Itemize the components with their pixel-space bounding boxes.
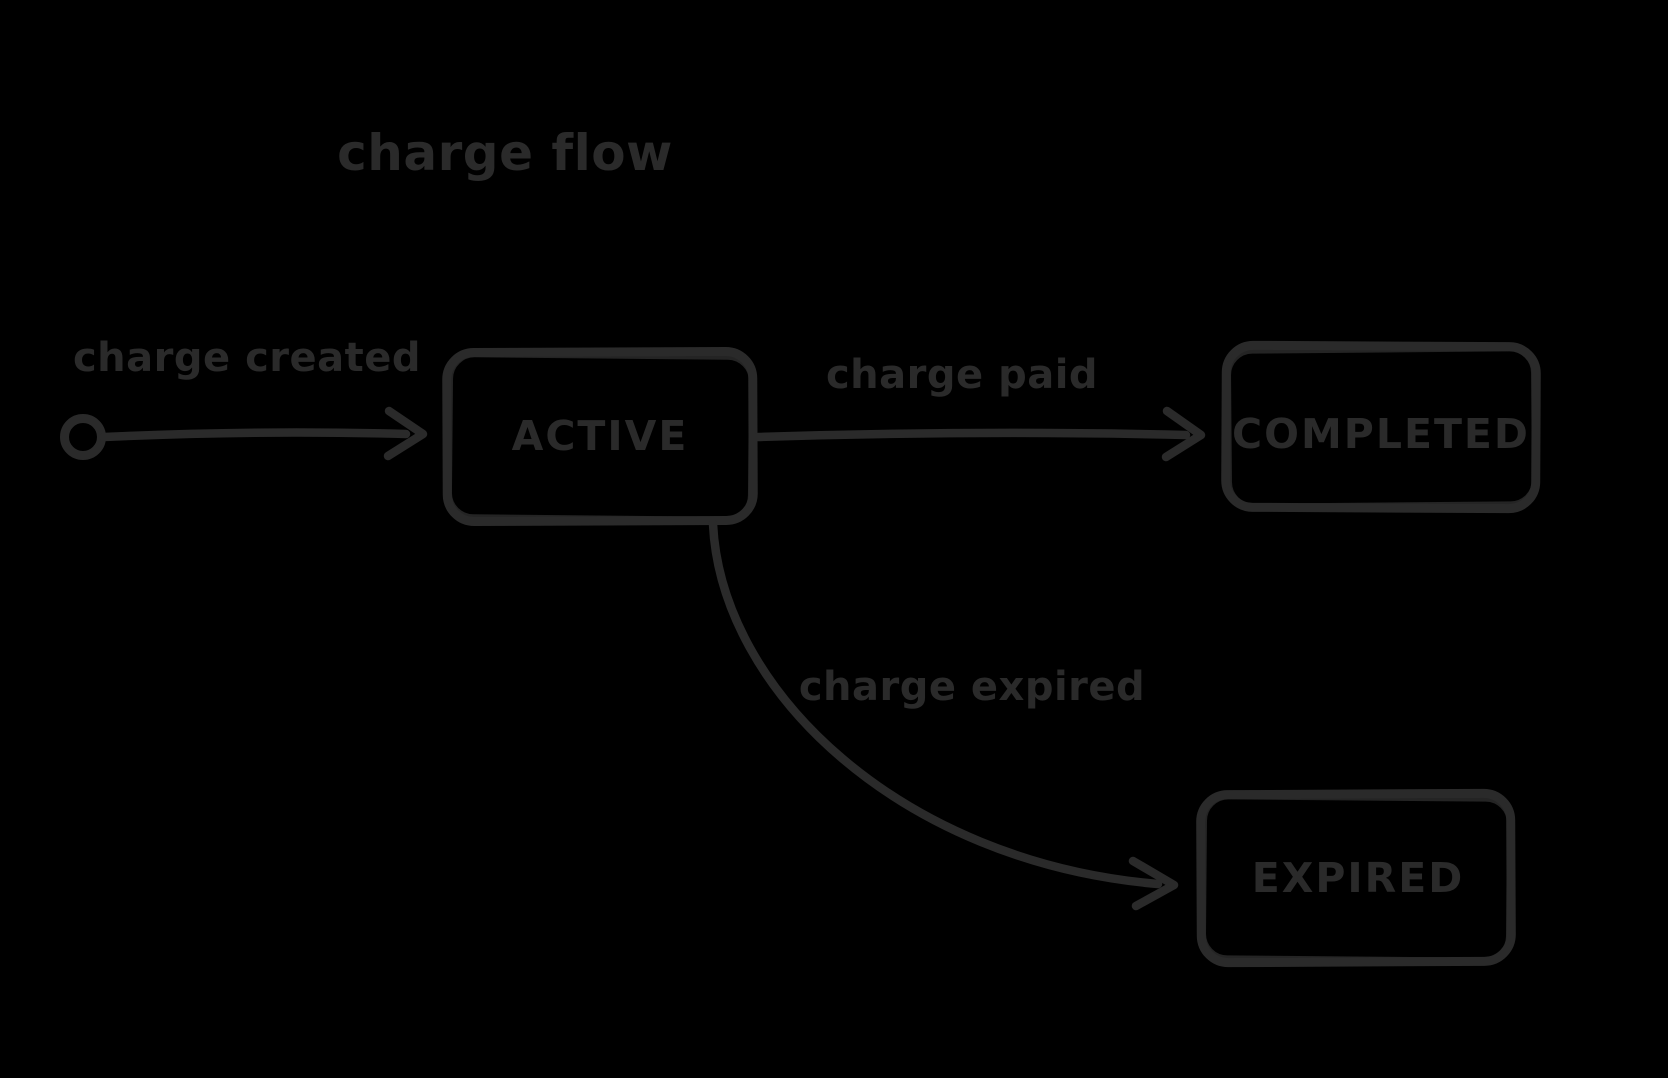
- edge-charge-created: charge created: [73, 335, 428, 461]
- edge-charge-paid: charge paid: [753, 352, 1206, 462]
- edge-label-charge-expired: charge expired: [799, 664, 1145, 710]
- state-label-active: ACTIVE: [512, 412, 689, 460]
- expired-state-box-sketch-pass: [1199, 792, 1514, 965]
- arrowhead-icon: [1128, 856, 1179, 911]
- active-state-box-sketch-pass: [444, 350, 757, 524]
- state-label-completed: COMPLETED: [1232, 410, 1530, 458]
- arrow-line: [753, 428, 1191, 442]
- arrowhead-icon: [1161, 406, 1206, 462]
- completed-state-box-sketch-pass: [1224, 344, 1539, 511]
- arrow-line: [99, 428, 411, 442]
- diagram-title: charge flow: [337, 124, 673, 182]
- arrow-curve: [708, 519, 1163, 889]
- state-label-expired: EXPIRED: [1252, 854, 1465, 902]
- state-node-completed: COMPLETED: [1221, 340, 1541, 514]
- edge-charge-expired: charge expired: [708, 519, 1179, 911]
- edge-label-charge-created: charge created: [73, 335, 421, 381]
- initial-state-icon: [60, 414, 106, 460]
- arrowhead-icon: [383, 406, 428, 461]
- start-node: [60, 414, 106, 460]
- state-node-expired: EXPIRED: [1196, 788, 1516, 968]
- edge-label-charge-paid: charge paid: [826, 352, 1098, 398]
- state-node-active: ACTIVE: [442, 346, 758, 527]
